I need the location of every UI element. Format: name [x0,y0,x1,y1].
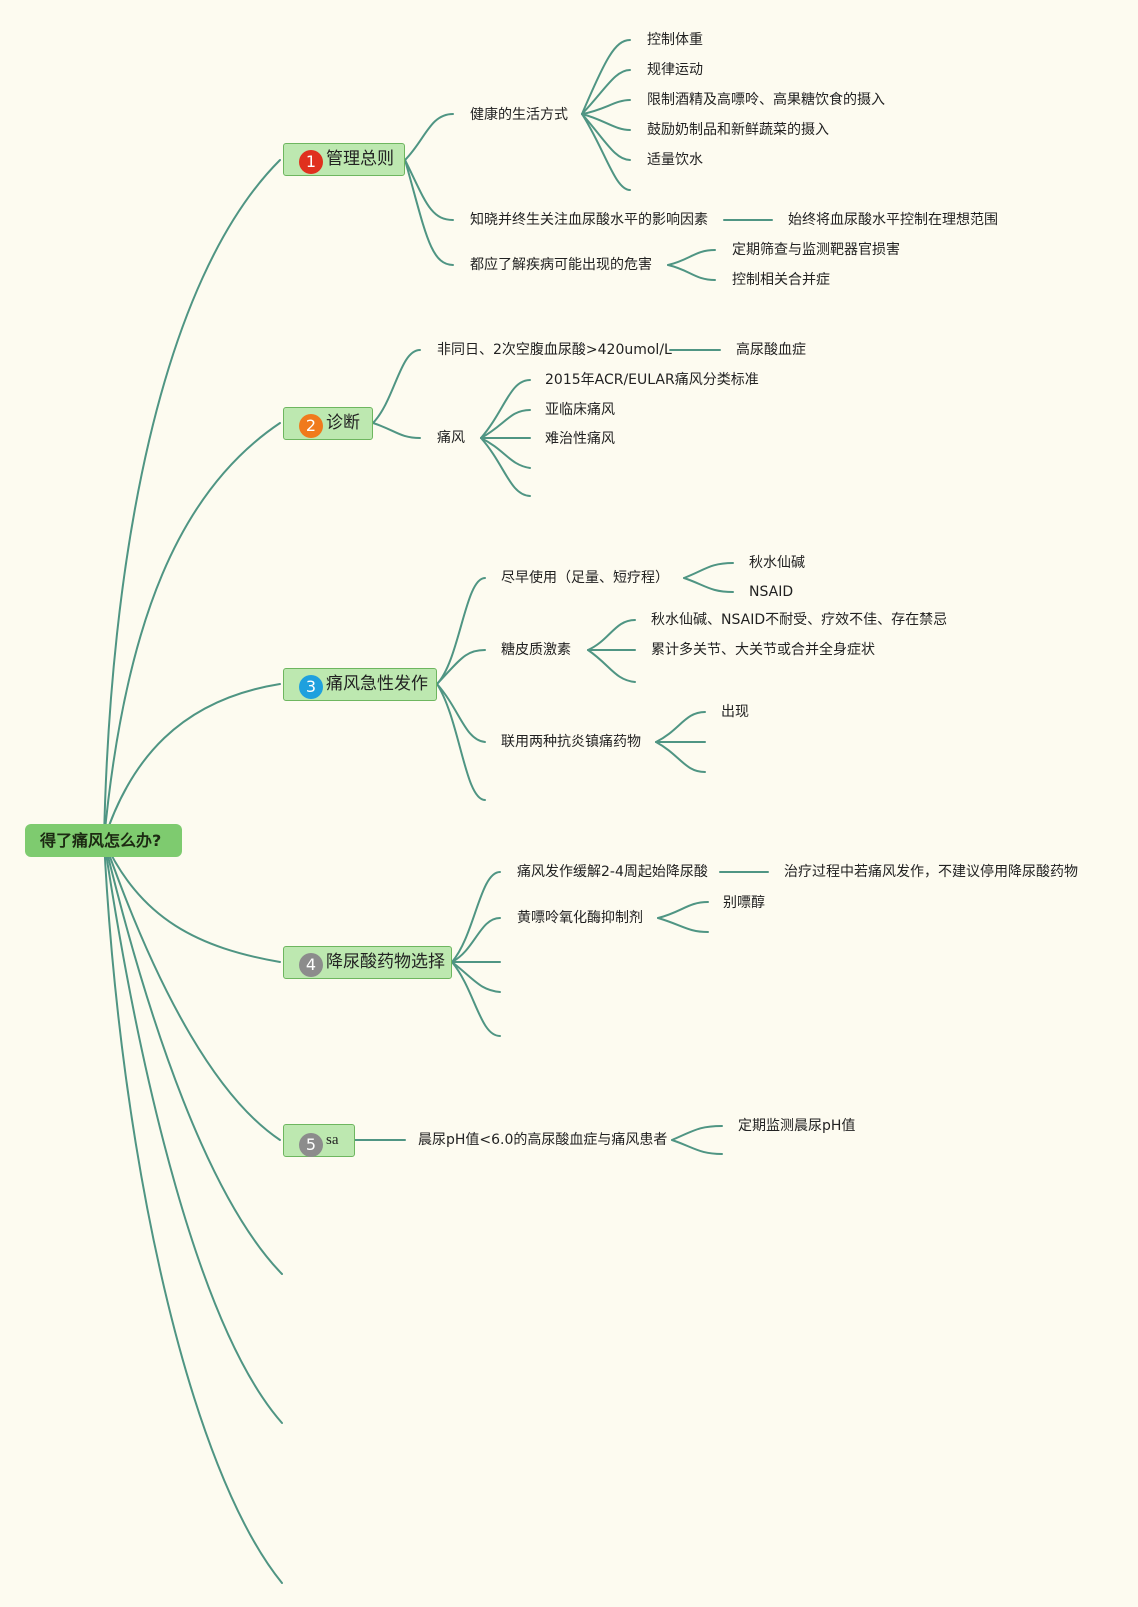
leaf-do-not-stop[interactable]: 治疗过程中若痛风发作，不建议停用降尿酸药物 [784,864,1078,880]
topic-label: sa [326,1132,339,1148]
root-connector [103,839,283,1584]
number-badge-5: 5 [299,1133,323,1157]
topic-label: 管理总则 [326,149,394,169]
root-connector [103,839,283,1424]
leaf-intolerance[interactable]: 秋水仙碱、NSAID不耐受、疗效不佳、存在禁忌 [651,612,948,628]
number-badge-2: 2 [299,414,323,438]
leaf-dairy-vegetables[interactable]: 鼓励奶制品和新鲜蔬菜的摄入 [647,122,829,138]
root-connector [103,159,281,841]
branch-gout[interactable]: 痛风 [437,430,465,446]
number-badge-4: 4 [299,953,323,977]
root-connector [103,839,283,1275]
topic-label: 诊断 [326,413,360,433]
branch-disease-risks[interactable]: 都应了解疾病可能出现的危害 [470,257,652,273]
leaf-uric-acid-target[interactable]: 始终将血尿酸水平控制在理想范围 [788,212,998,228]
leaf-refractory-gout[interactable]: 难治性痛风 [545,431,615,447]
leaf-organ-screening[interactable]: 定期筛查与监测靶器官损害 [732,242,900,258]
leaf-colchicine[interactable]: 秋水仙碱 [749,555,805,571]
leaf-drink-water[interactable]: 适量饮水 [647,152,703,168]
leaf-regular-exercise[interactable]: 规律运动 [647,62,703,78]
root-connector [103,839,281,1141]
topic-label: 降尿酸药物选择 [326,952,445,972]
root-connector [103,683,281,841]
branch-combination-therapy[interactable]: 联用两种抗炎镇痛药物 [501,734,641,750]
number-badge-3: 3 [299,675,323,699]
branch-fasting-uric-acid[interactable]: 非同日、2次空腹血尿酸>420umol/L [437,342,672,358]
leaf-comorbidity-control[interactable]: 控制相关合并症 [732,272,830,288]
branch-start-urate-lowering[interactable]: 痛风发作缓解2-4周起始降尿酸 [517,864,708,880]
branch-uric-acid-factors[interactable]: 知晓并终生关注血尿酸水平的影响因素 [470,212,708,228]
leaf-multiple-joints[interactable]: 累计多关节、大关节或合并全身症状 [651,642,875,658]
number-badge-1: 1 [299,150,323,174]
root-topic[interactable]: 得了痛风怎么办? [25,824,182,857]
root-connector [103,839,281,963]
leaf-allopurinol[interactable]: 别嘌醇 [723,895,765,911]
leaf-weight-control[interactable]: 控制体重 [647,32,703,48]
leaf-subclinical-gout[interactable]: 亚临床痛风 [545,402,615,418]
topic-label: 痛风急性发作 [326,674,428,694]
leaf-monitor-urine-ph[interactable]: 定期监测晨尿pH值 [738,1118,856,1134]
leaf-limit-alcohol[interactable]: 限制酒精及高嘌呤、高果糖饮食的摄入 [647,92,885,108]
branch-xanthine-oxidase-inhibitor[interactable]: 黄嘌呤氧化酶抑制剂 [517,910,643,926]
branch-healthy-lifestyle[interactable]: 健康的生活方式 [470,107,568,123]
root-connector [103,422,281,841]
branch-early-use[interactable]: 尽早使用（足量、短疗程） [501,570,669,586]
leaf-hyperuricemia[interactable]: 高尿酸血症 [736,342,806,358]
branch-glucocorticoids[interactable]: 糖皮质激素 [501,642,571,658]
branch-urine-ph[interactable]: 晨尿pH值<6.0的高尿酸血症与痛风患者 [418,1132,668,1148]
leaf-appears[interactable]: 出现 [721,704,749,720]
leaf-acr-eular-criteria[interactable]: 2015年ACR/EULAR痛风分类标准 [545,372,759,388]
leaf-nsaid[interactable]: NSAID [749,584,794,600]
